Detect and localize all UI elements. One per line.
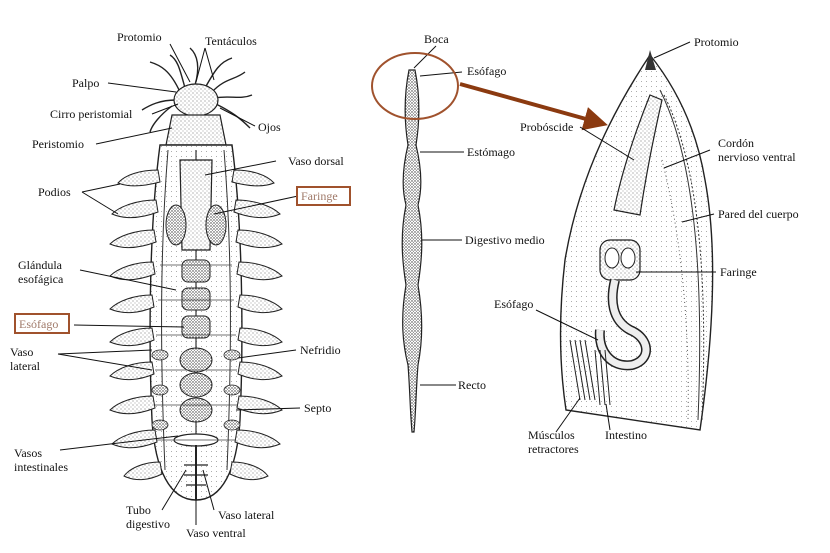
label-vaso-lateral-1: Vaso	[10, 345, 34, 359]
label-recto: Recto	[458, 378, 486, 392]
esofago-highlight-box	[14, 313, 70, 334]
faringe-highlight-box	[296, 186, 351, 206]
label-esofago-left: Esófago	[19, 317, 59, 331]
label-vaso-lateral-bottom: Vaso lateral	[218, 508, 275, 522]
gut-figure	[371, 45, 608, 433]
label-podios: Podios	[38, 185, 71, 199]
label-pared-cuerpo: Pared del cuerpo	[718, 207, 799, 221]
label-intestino: Intestino	[605, 428, 647, 442]
label-vasos-intestinales-1: Vasos	[14, 446, 43, 460]
label-vaso-dorsal: Vaso dorsal	[288, 154, 344, 168]
label-tubo-digestivo-2: digestivo	[126, 517, 170, 531]
label-palpo: Palpo	[72, 76, 100, 90]
polychaete-figure	[57, 43, 301, 525]
label-estomago: Estómago	[467, 145, 515, 159]
label-faringe-right: Faringe	[720, 265, 757, 279]
label-protomio-right: Protomio	[694, 35, 739, 49]
label-vaso-lateral-2: lateral	[10, 359, 40, 373]
label-cordon-1: Cordón	[718, 136, 754, 150]
label-boca: Boca	[424, 32, 449, 46]
label-cordon-2: nervioso ventral	[718, 150, 796, 164]
label-septo: Septo	[304, 401, 332, 415]
label-vaso-ventral: Vaso ventral	[186, 526, 246, 540]
label-digestivo-medio: Digestivo medio	[465, 233, 545, 247]
label-protomio-left: Protomio	[117, 30, 162, 44]
label-musculos-2: retractores	[528, 442, 579, 456]
label-esofago-middle: Esófago	[467, 64, 507, 78]
label-nefridio: Nefridio	[300, 343, 341, 357]
label-proboscide: Probóscide	[520, 120, 574, 134]
label-musculos-1: Músculos	[528, 428, 575, 442]
label-tubo-digestivo-1: Tubo	[126, 503, 151, 517]
label-faringe-left: Faringe	[301, 189, 338, 203]
label-cirro-peristomial: Cirro peristomial	[50, 107, 133, 121]
label-vasos-intestinales-2: intestinales	[14, 460, 68, 474]
label-peristomio: Peristomio	[32, 137, 85, 151]
proboscis-figure	[535, 41, 716, 433]
label-ojos: Ojos	[258, 120, 281, 134]
label-glandula-2: esofágica	[18, 272, 64, 286]
label-tentaculos: Tentáculos	[205, 34, 257, 48]
label-esofago-right: Esófago	[494, 297, 534, 311]
label-glandula-1: Glándula	[18, 258, 62, 272]
